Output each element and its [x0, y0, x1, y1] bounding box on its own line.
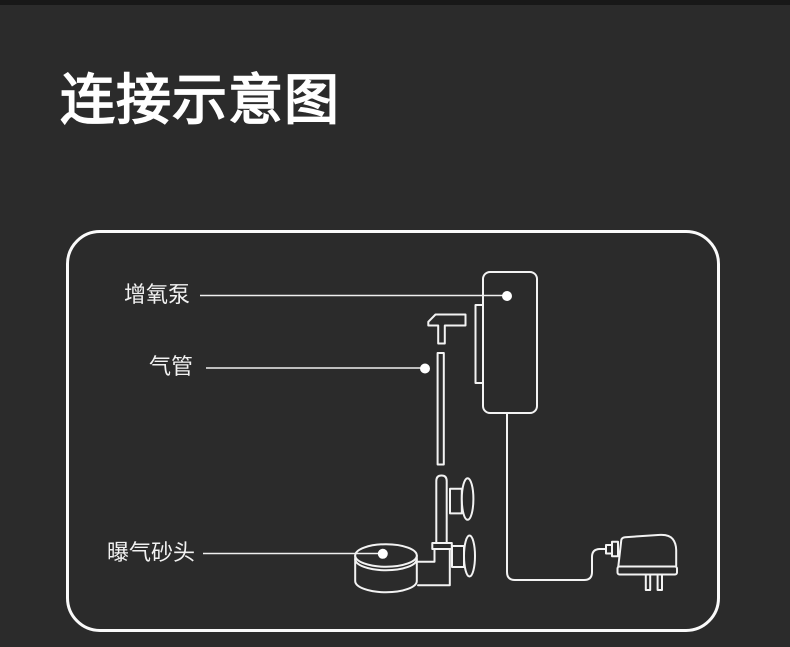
label-air-tube: 气管 — [149, 354, 193, 379]
plug-prong-left — [644, 573, 652, 591]
power-cord — [506, 412, 607, 581]
pump-outlet-icon — [427, 313, 467, 345]
power-adapter-icon — [605, 533, 678, 591]
adapter-body — [617, 533, 678, 568]
label-air-pump: 增氧泵 — [124, 282, 190, 307]
elbow-collar — [431, 542, 453, 550]
page-title: 连接示意图 — [60, 69, 341, 131]
callout-dot-air-pump — [502, 291, 512, 301]
air-stone-rim — [354, 558, 418, 572]
pump-body — [482, 271, 538, 414]
elbow-connector-icon — [417, 542, 453, 587]
suction-cup-icon — [463, 534, 476, 578]
plug-prong-right — [656, 573, 663, 591]
callout-dot-air-stone — [377, 548, 388, 559]
adapter-base — [616, 565, 678, 576]
callout-dot-air-tube — [420, 363, 430, 374]
air-tube-icon — [436, 352, 445, 466]
suction-cup-icon — [460, 477, 475, 521]
top-divider-bar — [0, 0, 790, 5]
label-air-stone: 曝气砂头 — [107, 540, 195, 565]
plug-tip-large — [611, 540, 619, 558]
suction-clip-upper-icon — [435, 474, 475, 544]
elbow-pipe — [417, 548, 451, 587]
air-pump-icon — [474, 271, 538, 414]
air-stone-body — [354, 554, 418, 594]
diagram-frame — [66, 230, 720, 632]
clip-sleeve — [435, 474, 448, 544]
suction-stem — [451, 545, 465, 568]
suction-stem — [449, 487, 463, 515]
suction-clip-lower-icon — [451, 534, 476, 578]
